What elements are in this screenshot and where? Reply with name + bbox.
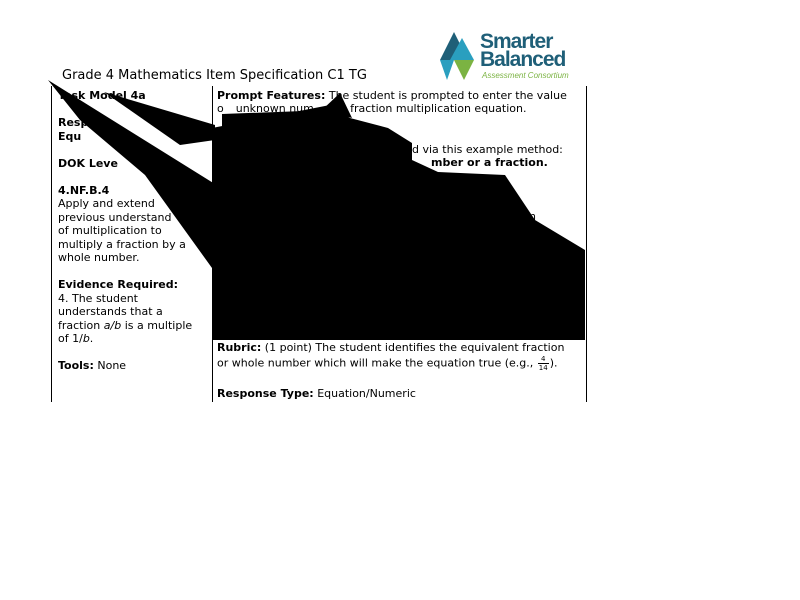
- tools-label: Tools:: [58, 359, 94, 372]
- evidence-text: of 1/: [58, 332, 83, 345]
- dok-label: DOK Leve: [58, 156, 118, 170]
- evidence-text: is a multiple: [121, 318, 193, 332]
- rubric-text: or whole number which will make the equa…: [217, 356, 534, 370]
- rubric-fraction-numerator: 4: [537, 355, 549, 364]
- standard-line: previous understand: [58, 210, 172, 224]
- standard-line: whole number.: [58, 251, 140, 264]
- smarter-balanced-logo: Smarter Balanced Assessment Consortium: [438, 30, 588, 82]
- prompt-text: o: [217, 102, 224, 115]
- redaction-spike: [322, 93, 352, 118]
- left-column: Task Model 4a Respons Equ DOK Leve 4.NF.…: [58, 89, 208, 386]
- equation-label: Equ: [58, 129, 82, 143]
- standard-line: multiply a fraction by a: [58, 237, 186, 251]
- logo-word-smarter: Smarter: [480, 30, 553, 53]
- redaction-spike: [104, 92, 215, 145]
- rubric-line-2: or whole number which will make the equa…: [217, 355, 558, 372]
- tools-row: Tools: None: [58, 359, 208, 373]
- evidence-var-ab: a/b: [103, 318, 122, 332]
- logo-subtitle: Assessment Consortium: [482, 71, 569, 80]
- method-fragment: d via this example method:: [412, 143, 563, 156]
- rubric-fraction: 4 14: [537, 355, 549, 372]
- evidence-text: fraction: [58, 318, 104, 332]
- rubric-label: Rubric:: [217, 341, 262, 354]
- document-title: Grade 4 Mathematics Item Specification C…: [62, 68, 367, 83]
- standard-line: of multiplication to: [58, 224, 162, 237]
- evidence-heading: Evidence Required:: [58, 278, 178, 291]
- prompt-line-1: Prompt Features: The student is prompted…: [217, 89, 567, 103]
- rubric-text: (1 point) The student identifies the equ…: [264, 341, 565, 354]
- prompt-text: The student is prompted to enter the val…: [328, 89, 567, 102]
- response-type-label: Response Type:: [217, 387, 314, 400]
- logo-mark-icon: [440, 32, 474, 80]
- response-type-line: Response Type: Equation/Numeric: [217, 387, 416, 401]
- rubric-line-1: Rubric: (1 point) The student identifies…: [217, 341, 564, 355]
- logo-word-balanced: Balanced: [480, 48, 566, 71]
- response-type-value: Equation/Numeric: [317, 387, 416, 400]
- prompt-label: Prompt Features:: [217, 89, 326, 102]
- evidence-line: understands that a: [58, 305, 163, 318]
- redaction-spike: [222, 110, 330, 140]
- standard-line: Apply and extend: [58, 197, 155, 210]
- spec-table: [51, 86, 587, 402]
- rubric-fraction-denominator: 14: [538, 364, 548, 372]
- evidence-var-b: b: [82, 332, 90, 345]
- tools-value: None: [97, 359, 127, 372]
- prompt-text: a fraction multiplication equation.: [339, 102, 527, 115]
- evidence-line: 4. The student: [58, 291, 138, 305]
- rubric-end: ).: [549, 356, 558, 370]
- standard-code: 4.NF.B.4: [58, 183, 110, 197]
- redaction-spike: [212, 105, 585, 340]
- evidence-line: fraction a/b is a multiple: [58, 319, 208, 333]
- evidence-line: of 1/b.: [58, 332, 94, 345]
- number-fragment: mber or a fraction.: [431, 156, 548, 169]
